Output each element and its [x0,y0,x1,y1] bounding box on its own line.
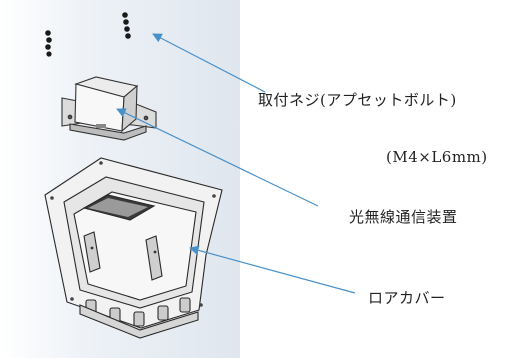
label-screw-spec: (M4×L6mm) [386,148,488,166]
leader-line-device [116,108,319,207]
screw-group-left [45,30,52,57]
leader-line-screw [152,33,266,93]
lower-cover [44,157,223,339]
optical-wireless-device [61,76,157,141]
label-mounting-screw: 取付ネジ(アプセットボルト) [258,91,457,109]
leader-line-cover [189,245,356,294]
label-optical-wireless-device: 光無線通信装置 [349,208,458,226]
screw-group-right [122,12,131,39]
label-lower-cover: ロアカバー [368,289,446,307]
